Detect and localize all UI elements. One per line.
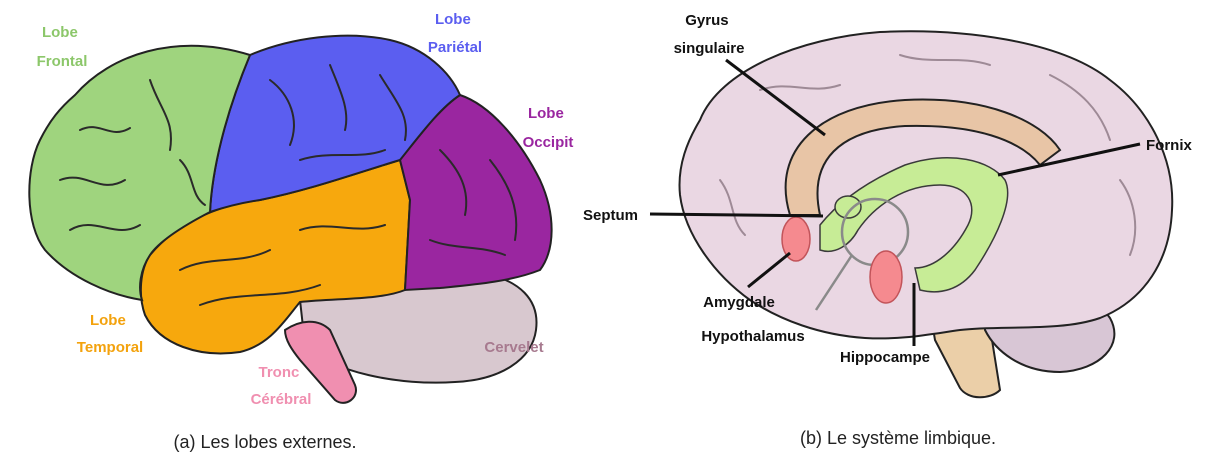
caption-panel-a: (a) Les lobes externes.	[173, 432, 356, 452]
label-hypothalamus: Hypothalamus	[701, 328, 804, 345]
label-lobe-parietal: Lobe Pariétal	[428, 11, 482, 56]
label-amygdale: Amygdale	[703, 294, 775, 311]
label-fornix: Fornix	[1146, 137, 1192, 154]
label-septum: Septum	[583, 207, 638, 224]
label-gyrus-singulaire: Gyrus singulaire	[674, 12, 745, 57]
label-hippocampe: Hippocampe	[840, 349, 930, 366]
label-cervelet: Cervelet	[484, 339, 543, 356]
label-lobe-frontal: Lobe Frontal	[37, 24, 88, 70]
label-lobe-temporal: Lobe Temporal	[77, 312, 143, 356]
hippocampus-head	[870, 251, 902, 303]
label-lobe-occipital: Lobe Occipit	[523, 105, 574, 151]
caption-panel-b: (b) Le système limbique.	[800, 428, 996, 448]
label-tronc-cerebral: Tronc Cérébral	[251, 364, 312, 408]
